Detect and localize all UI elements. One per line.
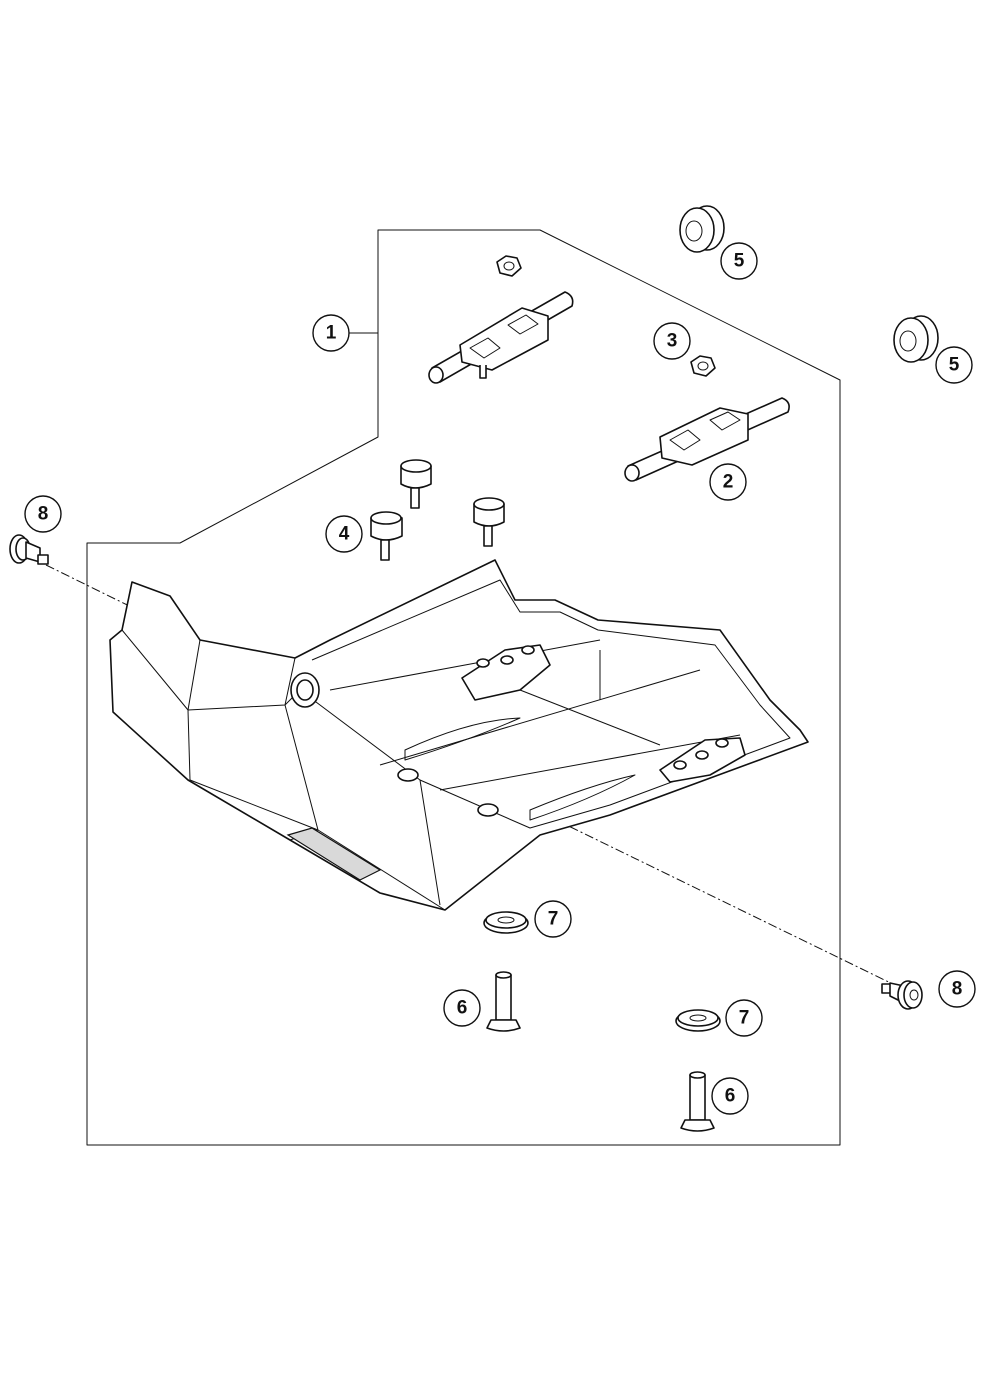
floor-hole-center	[477, 803, 499, 817]
grommet-upper	[679, 205, 725, 253]
flange-screw-left	[9, 534, 49, 565]
callout-4: 4	[325, 515, 363, 553]
callout-3-label: 3	[667, 331, 678, 352]
grommet-lower	[893, 315, 939, 363]
callout-7-upper-label: 7	[548, 909, 559, 930]
callout-8-right: 8	[938, 970, 976, 1008]
callout-5-lower-label: 5	[949, 355, 960, 376]
rubber-buffer-3	[473, 497, 505, 547]
callout-7-lower: 7	[725, 999, 763, 1037]
callout-6-right: 6	[711, 1077, 749, 1115]
callout-5-upper: 5	[720, 242, 758, 280]
callout-7-upper: 7	[534, 900, 572, 938]
washer-1	[483, 911, 529, 934]
callout-3: 3	[653, 322, 691, 360]
callout-8-right-label: 8	[952, 979, 963, 1000]
front-mount-boss	[461, 644, 551, 701]
callout-2: 2	[709, 463, 747, 501]
callout-1: 1	[312, 314, 350, 352]
countersunk-bolt-1	[486, 971, 521, 1032]
flange-screw-right	[881, 980, 923, 1010]
callout-8-left-label: 8	[38, 504, 49, 525]
assembly-frame	[86, 229, 841, 1146]
lock-nut-upper	[496, 255, 522, 277]
mounting-bracket-lower	[624, 397, 790, 482]
mounting-bracket-upper	[428, 291, 574, 384]
side-mount-hole	[290, 672, 320, 708]
countersunk-bolt-2	[680, 1071, 715, 1132]
rear-mount-boss	[659, 737, 746, 783]
callout-6-right-label: 6	[725, 1086, 736, 1107]
callout-4-label: 4	[339, 524, 350, 545]
callout-6-left: 6	[443, 989, 481, 1027]
callout-5-upper-label: 5	[734, 251, 745, 272]
callout-5-lower: 5	[935, 346, 973, 384]
callout-2-label: 2	[723, 472, 734, 493]
washer-2	[675, 1009, 721, 1032]
lock-nut-lower	[690, 355, 716, 377]
callout-6-left-label: 6	[457, 998, 468, 1019]
skid-plate	[109, 559, 809, 911]
rubber-buffer-2	[370, 511, 403, 561]
callout-1-label: 1	[326, 323, 337, 344]
floor-hole-left	[397, 768, 419, 782]
rubber-buffer-1	[400, 459, 432, 509]
callout-8-left: 8	[24, 495, 62, 533]
callout-7-lower-label: 7	[739, 1008, 750, 1029]
